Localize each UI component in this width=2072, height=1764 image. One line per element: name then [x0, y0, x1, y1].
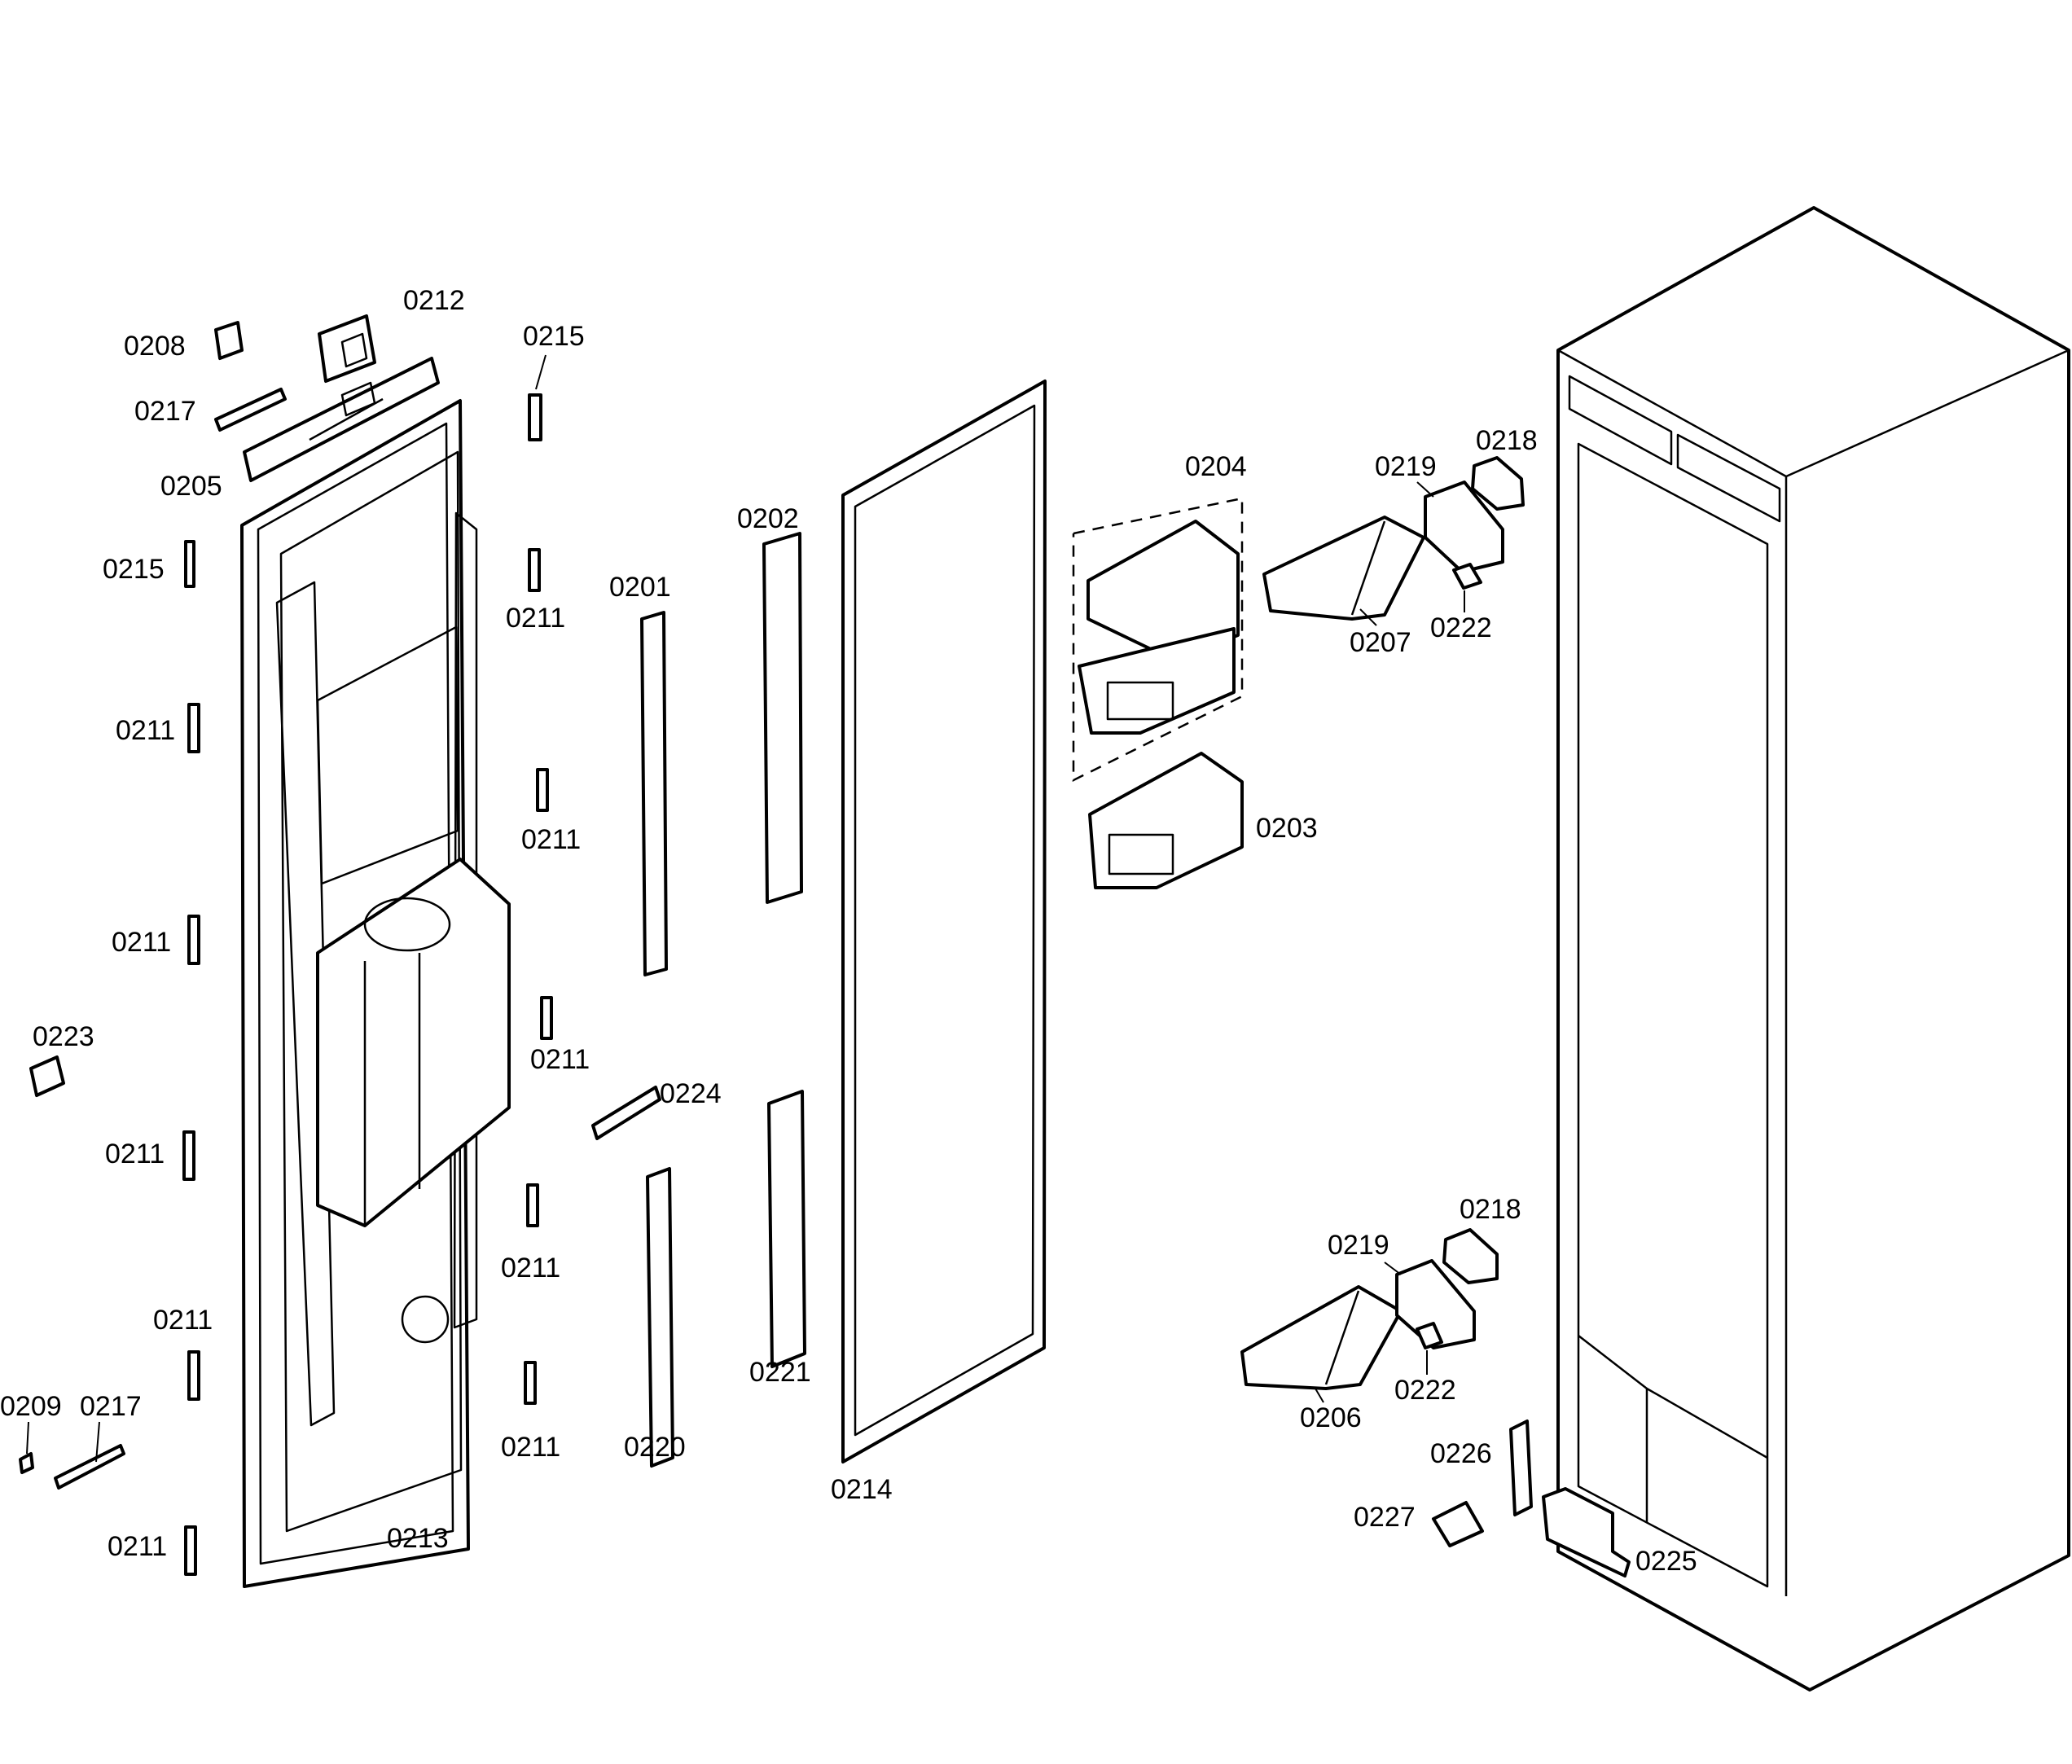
bracket-0219-upper [1424, 480, 1504, 573]
part-0226 [1509, 1420, 1533, 1516]
clip-0215-left [184, 540, 195, 588]
leader-0209 [26, 1421, 29, 1455]
label-0225: 0225 [1635, 1546, 1697, 1577]
bracket-0224 [591, 1086, 661, 1140]
washer-0222-upper [1452, 563, 1482, 590]
label-0211-r5: 0211 [501, 1432, 560, 1463]
label-0211-l5: 0211 [108, 1531, 167, 1562]
clip-0211-r2 [536, 768, 549, 812]
label-0211-r4: 0211 [501, 1253, 560, 1284]
leader-0215-top [535, 354, 547, 390]
clip-0211-r5 [524, 1361, 537, 1405]
label-0201: 0201 [609, 572, 671, 603]
leader-0219-lower [1384, 1262, 1402, 1275]
cover-0208 [214, 321, 244, 360]
label-0217-bottom: 0217 [80, 1391, 142, 1422]
door-liner-0213 [240, 399, 511, 1588]
label-0211-l2: 0211 [112, 927, 171, 958]
leader-0207 [1359, 608, 1377, 626]
callout-labels: 0208 0212 0215 0217 0205 0215 0211 0211 … [0, 285, 1697, 1577]
shelf-0203 [1088, 752, 1244, 889]
strip-0217-top [214, 388, 287, 432]
label-0205: 0205 [160, 471, 222, 502]
label-0207: 0207 [1350, 627, 1411, 658]
rail-0202 [762, 532, 803, 904]
label-0203: 0203 [1256, 813, 1318, 844]
rail-0220 [646, 1167, 674, 1468]
clip-0211-l4 [187, 1350, 200, 1401]
label-0212: 0212 [403, 285, 465, 316]
label-0220: 0220 [624, 1432, 686, 1463]
leader-0206 [1315, 1388, 1324, 1403]
rail-0201 [640, 611, 668, 976]
label-0215-top: 0215 [523, 321, 585, 352]
washer-0222-lower [1416, 1322, 1443, 1349]
label-0223: 0223 [33, 1021, 94, 1052]
shelf-group-0204 [1072, 497, 1244, 783]
label-0221: 0221 [749, 1357, 811, 1388]
label-0218-upper: 0218 [1476, 425, 1538, 456]
cabinet-body [1556, 206, 2070, 1692]
strip-0217-bottom [54, 1444, 125, 1490]
clip-0215-right [528, 393, 542, 441]
rail-0221 [767, 1090, 806, 1368]
label-0214: 0214 [831, 1474, 893, 1505]
part-0225 [1542, 1487, 1631, 1578]
label-0222-lower: 0222 [1394, 1375, 1456, 1406]
label-0211-l4: 0211 [153, 1305, 213, 1336]
clip-0211-l2 [187, 915, 200, 965]
leader-0219-upper [1416, 481, 1434, 498]
hinge-0206 [1240, 1285, 1403, 1390]
clip-0211-r3 [540, 996, 553, 1040]
label-0208: 0208 [124, 331, 186, 362]
bracket-0219-lower [1395, 1259, 1476, 1349]
clip-0209 [19, 1452, 34, 1474]
bracket-0218-lower [1442, 1228, 1499, 1284]
label-0211-r2: 0211 [521, 824, 581, 855]
label-0226: 0226 [1430, 1438, 1492, 1469]
leader-0217-bottom [95, 1421, 100, 1463]
door-gasket-0214 [841, 380, 1047, 1463]
label-0211-r3: 0211 [530, 1044, 590, 1075]
hinge-bracket-0205 [243, 357, 440, 482]
bracket-0218-upper [1471, 456, 1525, 511]
clip-0211-r1 [528, 548, 541, 592]
part-0227 [1432, 1501, 1484, 1547]
label-0211-l3: 0211 [105, 1139, 165, 1169]
label-0215-left: 0215 [103, 554, 165, 585]
label-0218-lower: 0218 [1460, 1194, 1521, 1225]
label-0224: 0224 [660, 1078, 722, 1109]
cover-0212 [318, 314, 376, 383]
label-0219-lower: 0219 [1328, 1230, 1389, 1261]
label-0213: 0213 [387, 1523, 449, 1554]
part-0223 [29, 1055, 65, 1097]
label-0206: 0206 [1300, 1402, 1362, 1433]
clip-0211-l3 [182, 1130, 195, 1181]
label-0217-top: 0217 [134, 396, 196, 427]
label-0211-r1: 0211 [506, 603, 565, 634]
label-0219-upper: 0219 [1375, 451, 1437, 482]
label-0209: 0209 [0, 1391, 62, 1422]
label-0222-upper: 0222 [1430, 612, 1492, 643]
clip-0211-l1 [187, 703, 200, 753]
hinge-0207 [1262, 516, 1425, 621]
label-0204: 0204 [1185, 451, 1247, 482]
label-0227: 0227 [1354, 1502, 1416, 1533]
label-0202: 0202 [737, 503, 799, 534]
clip-0211-l5 [184, 1525, 197, 1576]
label-0211-l1: 0211 [116, 715, 175, 746]
clip-0211-r4 [526, 1183, 539, 1227]
